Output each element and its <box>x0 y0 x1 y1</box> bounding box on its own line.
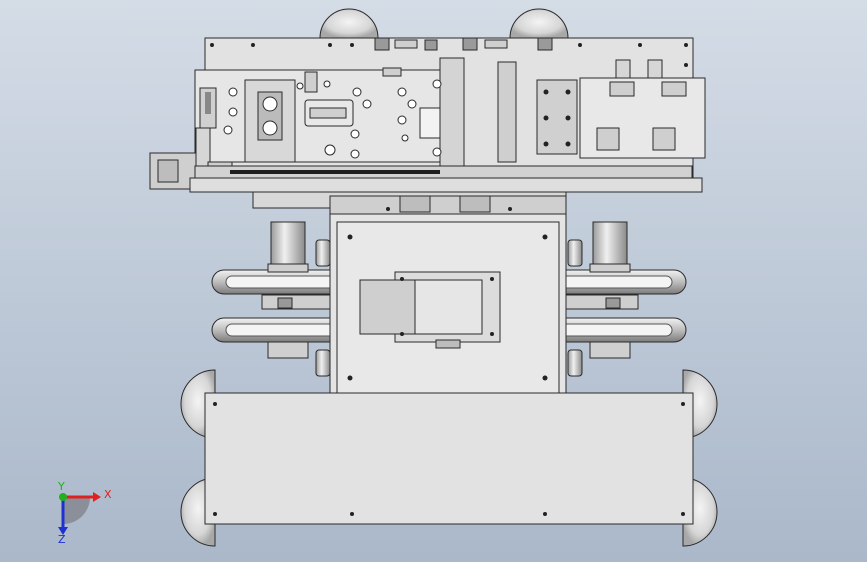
motor-right[interactable] <box>589 221 631 273</box>
center-gearbox-block[interactable] <box>329 207 567 406</box>
triad-z-arrowhead <box>58 527 68 535</box>
left-control-board[interactable] <box>194 57 517 169</box>
horizontal-rail[interactable] <box>189 165 703 215</box>
triad-x-arrowhead <box>93 492 101 502</box>
triad-y-label: Y <box>57 480 65 493</box>
triad-y-axis-dot <box>59 493 67 501</box>
bottom-base-plate[interactable] <box>204 392 694 525</box>
pulley-shaft-right <box>565 294 639 310</box>
suction-cup-top-right[interactable] <box>509 8 569 39</box>
triad-base-shadow <box>63 497 90 524</box>
right-relay-module[interactable] <box>579 59 706 159</box>
pulley-shaft-left <box>261 294 335 310</box>
top-plate-screws <box>210 43 688 67</box>
left-board-holes <box>223 79 442 159</box>
bottom-plate-screws <box>213 402 685 516</box>
machine-assembly[interactable] <box>149 8 718 547</box>
right-terminal-block[interactable] <box>536 79 578 155</box>
suction-cup-top-left[interactable] <box>319 8 379 39</box>
tensioner-bolts <box>267 239 631 377</box>
triad-x-label: X <box>104 488 112 501</box>
coordinate-triad: X Y Z <box>57 480 112 546</box>
motor-left[interactable] <box>267 221 309 273</box>
terminal-block-screws <box>543 89 571 147</box>
triad-z-label: Z <box>58 533 66 546</box>
